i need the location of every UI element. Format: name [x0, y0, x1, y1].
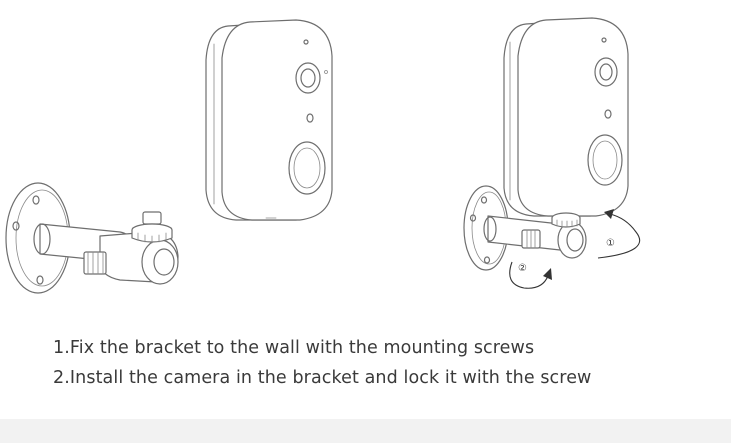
camera-mounted-illustration	[463, 17, 629, 271]
rotation-arrow-2: ②	[509, 261, 552, 289]
step-1-text: 1.Fix the bracket to the wall with the m…	[53, 338, 535, 358]
installation-steps: 1.Fix the bracket to the wall with the m…	[53, 333, 591, 393]
wall-bracket-illustration	[5, 182, 179, 294]
rotation-arrow-1: ①	[597, 209, 641, 259]
callout-2-label: ②	[518, 263, 527, 274]
callout-1-label: ①	[606, 238, 615, 249]
installation-illustration: ① ②	[5, 17, 641, 294]
step-2-text: 2.Install the camera in the bracket and …	[53, 368, 592, 388]
footer-band	[0, 419, 731, 443]
camera-illustration	[205, 19, 333, 221]
